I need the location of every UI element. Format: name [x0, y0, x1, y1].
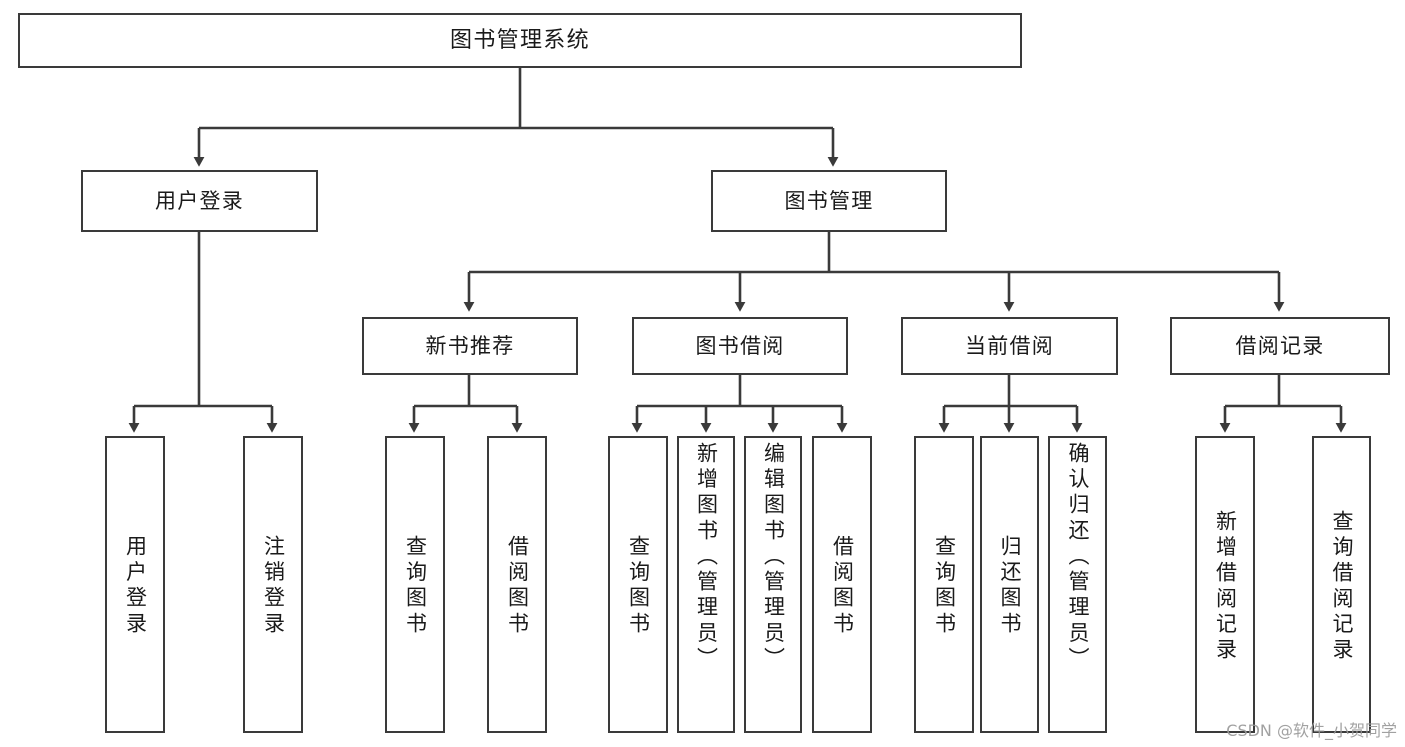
node-leaf-edit-book-label: 编辑图书（管理员）	[761, 442, 786, 673]
node-root[interactable]: 图书管理系统	[18, 13, 1022, 68]
node-leaf-add-borrow-record[interactable]: 新增借阅记录	[1195, 436, 1255, 733]
node-user-login[interactable]: 用户登录	[81, 170, 318, 232]
node-book-manage[interactable]: 图书管理	[711, 170, 947, 232]
node-leaf-query-book-2[interactable]: 查询图书	[608, 436, 668, 733]
node-leaf-return-book[interactable]: 归还图书	[980, 436, 1039, 733]
node-leaf-confirm-return[interactable]: 确认归还（管理员）	[1048, 436, 1107, 733]
node-leaf-user-logout-label: 注销登录	[261, 535, 286, 638]
node-leaf-add-book-label: 新增图书（管理员）	[694, 442, 719, 673]
node-leaf-add-borrow-record-label: 新增借阅记录	[1213, 509, 1238, 664]
node-leaf-return-book-label: 归还图书	[998, 535, 1022, 638]
node-leaf-user-logout[interactable]: 注销登录	[243, 436, 303, 733]
node-leaf-user-login[interactable]: 用户登录	[105, 436, 165, 733]
node-leaf-query-book-1[interactable]: 查询图书	[385, 436, 445, 733]
node-leaf-confirm-return-label: 确认归还（管理员）	[1066, 442, 1090, 673]
node-book-borrow[interactable]: 图书借阅	[632, 317, 848, 375]
node-leaf-borrow-book-2-label: 借阅图书	[830, 535, 855, 638]
node-leaf-user-login-label: 用户登录	[123, 535, 148, 638]
node-leaf-borrow-book-2[interactable]: 借阅图书	[812, 436, 872, 733]
csdn-watermark: CSDN @软件_小贺同学	[1226, 721, 1397, 740]
node-leaf-query-book-2-label: 查询图书	[626, 535, 651, 638]
node-root-label: 图书管理系统	[450, 27, 590, 53]
node-current-borrow-label: 当前借阅	[964, 333, 1055, 358]
node-leaf-borrow-book-1[interactable]: 借阅图书	[487, 436, 547, 733]
node-user-login-label: 用户登录	[154, 188, 245, 213]
node-leaf-edit-book[interactable]: 编辑图书（管理员）	[744, 436, 802, 733]
node-leaf-borrow-book-1-label: 借阅图书	[505, 535, 530, 638]
node-book-manage-label: 图书管理	[784, 188, 874, 213]
node-leaf-query-book-3[interactable]: 查询图书	[914, 436, 974, 733]
node-new-book-recommend-label: 新书推荐	[425, 333, 515, 358]
node-current-borrow[interactable]: 当前借阅	[901, 317, 1118, 375]
node-leaf-add-book[interactable]: 新增图书（管理员）	[677, 436, 735, 733]
node-leaf-query-borrow-record[interactable]: 查询借阅记录	[1312, 436, 1371, 733]
node-new-book-recommend[interactable]: 新书推荐	[362, 317, 578, 375]
node-leaf-query-borrow-record-label: 查询借阅记录	[1330, 509, 1354, 664]
node-borrow-record-label: 借阅记录	[1235, 333, 1325, 358]
node-leaf-query-book-3-label: 查询图书	[932, 535, 957, 638]
node-book-borrow-label: 图书借阅	[695, 333, 785, 358]
node-leaf-query-book-1-label: 查询图书	[403, 535, 428, 638]
node-borrow-record[interactable]: 借阅记录	[1170, 317, 1390, 375]
